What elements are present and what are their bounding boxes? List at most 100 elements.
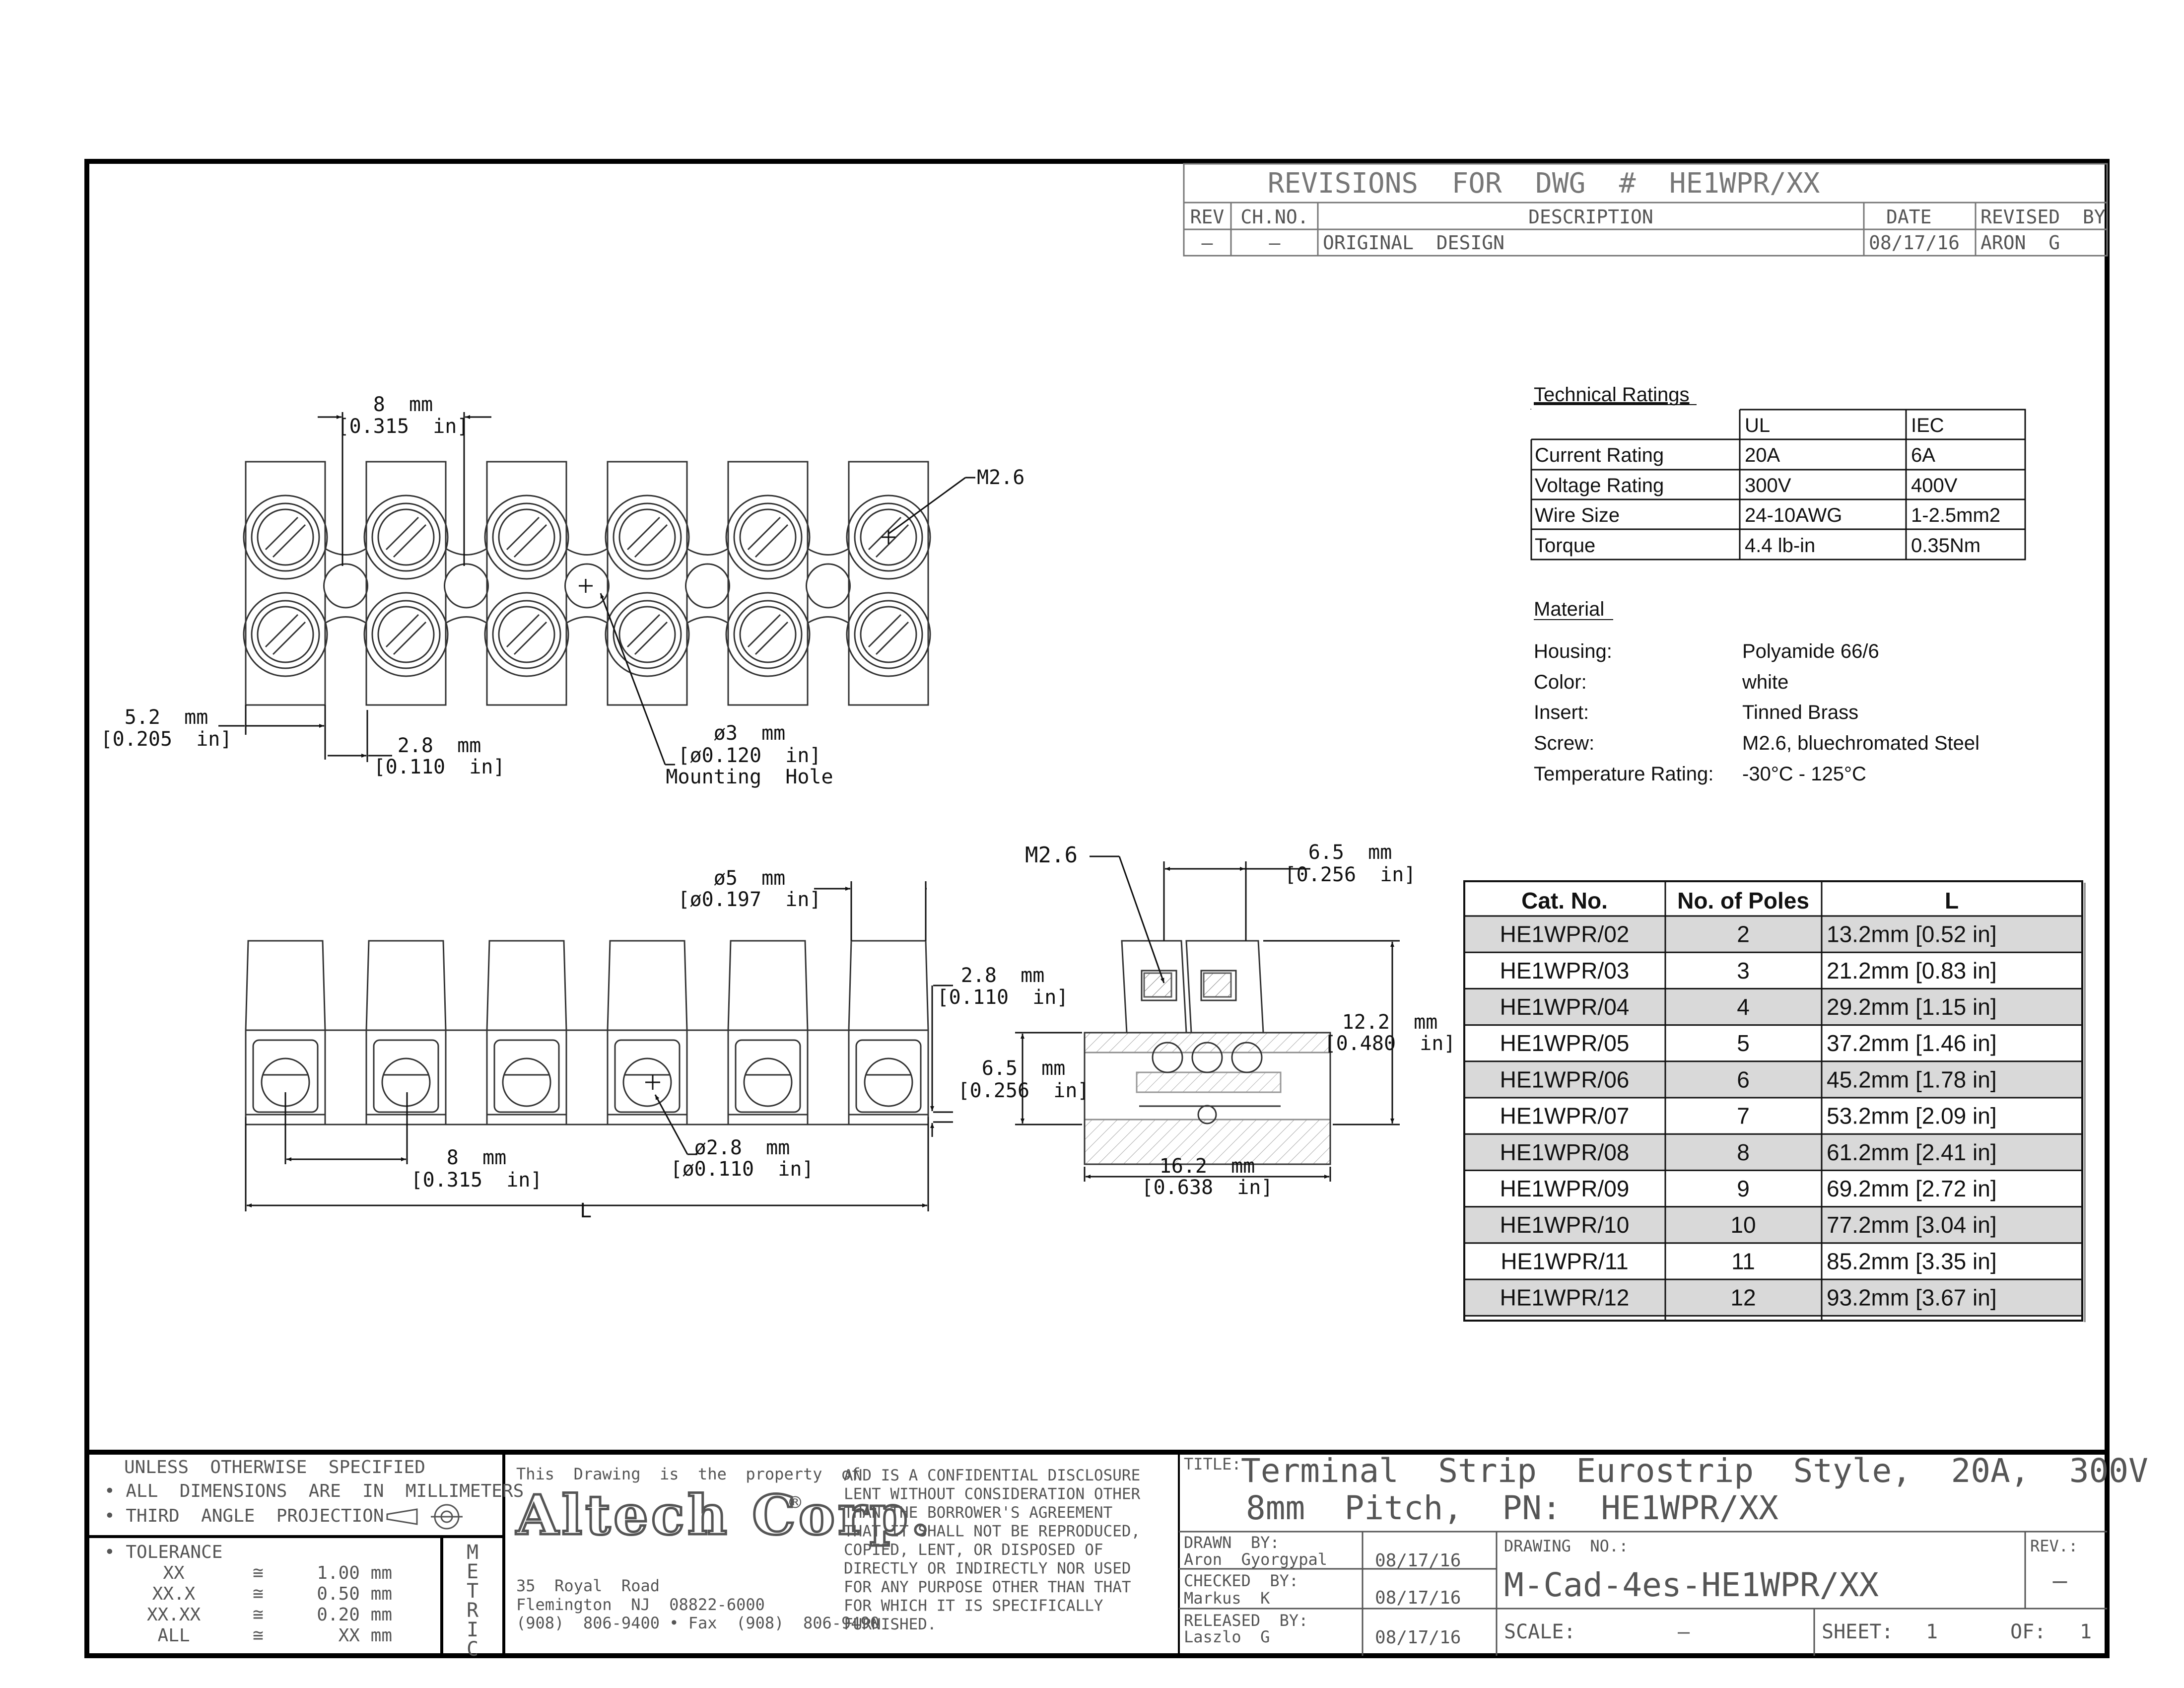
ratings-row-ul: 4.4 lb-in bbox=[1745, 535, 1815, 557]
dim-side-base-mm: 6.5 mm bbox=[982, 1057, 1066, 1080]
ratings-row-ul: 300V bbox=[1745, 475, 1791, 496]
metric-letter: I bbox=[467, 1618, 478, 1641]
scale-value: — bbox=[1678, 1620, 1690, 1643]
catalog-poles: 11 bbox=[1731, 1248, 1755, 1274]
metric-letter: C bbox=[467, 1638, 478, 1661]
tolerance-value: 0.50 mm bbox=[317, 1584, 392, 1604]
catalog-poles: 9 bbox=[1737, 1176, 1750, 1201]
released-by-label: RELEASED BY: bbox=[1184, 1611, 1308, 1630]
screw-ring bbox=[605, 592, 690, 677]
catalog-row-shade bbox=[1465, 1279, 2081, 1316]
title-label: TITLE: bbox=[1184, 1455, 1241, 1474]
rev-header-revised-by: REVISED BY bbox=[1980, 206, 2106, 228]
catalog-row-shade bbox=[1465, 1134, 2081, 1171]
catalog-poles: 8 bbox=[1737, 1139, 1750, 1165]
material-value: Polyamide 66/6 bbox=[1742, 640, 1879, 662]
dim-top-pitch-mm: 8 mm bbox=[373, 393, 433, 416]
dim-front-gap-mm: 2.8 mm bbox=[961, 964, 1045, 987]
dim-m26-top: M2.6 bbox=[977, 466, 1024, 489]
ratings-row-iec: 400V bbox=[1911, 475, 1958, 496]
screw-head-icon bbox=[257, 606, 314, 663]
terminal-top bbox=[727, 940, 809, 1031]
catalog-poles: 5 bbox=[1737, 1030, 1750, 1056]
rev-cell-description: ORIGINAL DESIGN bbox=[1323, 232, 1504, 254]
rev-header-date: DATE bbox=[1886, 206, 1932, 228]
terminal-top bbox=[245, 940, 326, 1031]
catalog-cat-no: HE1WPR/11 bbox=[1501, 1248, 1628, 1274]
catalog-poles: 4 bbox=[1737, 994, 1750, 1020]
released-by-name: Laszlo G bbox=[1184, 1627, 1270, 1646]
ratings-row-iec: 0.35Nm bbox=[1911, 535, 1980, 557]
ratings-row-label: Current Rating bbox=[1535, 444, 1664, 466]
screw-ring bbox=[846, 494, 931, 580]
metric-letter: M bbox=[467, 1541, 478, 1564]
disclosure-line: FURNISHED. bbox=[844, 1616, 937, 1633]
title-block bbox=[87, 1450, 2107, 1656]
dimension-annotations: 8 mm [0.315 in] M2.6 5.2 mm [0.205 in] 2… bbox=[101, 393, 1456, 1222]
dim-front-hole-dia: ø2.8 mm bbox=[694, 1136, 790, 1159]
ratings-row-label: Torque bbox=[1535, 535, 1595, 557]
rev-cell-date: 08/17/16 bbox=[1869, 232, 1960, 254]
disclosure-line: FOR WHICH IT IS SPECIFICALLY bbox=[844, 1597, 1103, 1615]
terminal-top bbox=[848, 940, 929, 1031]
dim-gap-mm: 2.8 mm bbox=[398, 734, 481, 757]
tolerance-value: 1.00 mm bbox=[317, 1563, 392, 1583]
front-view-drawing bbox=[245, 940, 929, 1125]
catalog-length: 13.2mm [0.52 in] bbox=[1827, 921, 1997, 947]
checked-date: 08/17/16 bbox=[1375, 1588, 1461, 1608]
catalog-cat-no: HE1WPR/08 bbox=[1500, 1139, 1630, 1165]
catalog-cat-no: HE1WPR/02 bbox=[1500, 921, 1630, 947]
revisions-title: REVISIONS FOR DWG # HE1WPR/XX bbox=[1268, 167, 1820, 200]
dim-side-width-mm: 6.5 mm bbox=[1308, 841, 1392, 864]
ratings-row-ul: 24-10AWG bbox=[1745, 504, 1842, 526]
catalog-poles: 12 bbox=[1730, 1285, 1756, 1311]
catalog-header-poles: No. of Poles bbox=[1677, 888, 1809, 914]
screw-head-icon bbox=[860, 508, 917, 566]
technical-ratings: Technical Ratings UL IEC Current Rating … bbox=[1529, 384, 2026, 561]
mounting-hole bbox=[323, 563, 368, 609]
rev-header-description: DESCRIPTION bbox=[1528, 206, 1653, 228]
screw-head-icon bbox=[498, 508, 555, 566]
tolerance-value: XX mm bbox=[339, 1625, 392, 1646]
tolerance-class: XX bbox=[163, 1563, 185, 1583]
technical-ratings-heading: Technical Ratings bbox=[1534, 384, 1690, 406]
catalog-poles: 2 bbox=[1737, 921, 1750, 947]
revision-table: REVISIONS FOR DWG # HE1WPR/XX REV CH.NO.… bbox=[1183, 163, 2108, 257]
dim-screw-dia-in: [ø0.197 in] bbox=[678, 888, 821, 911]
material-label: Screw: bbox=[1534, 732, 1594, 754]
of-label: OF: bbox=[2010, 1620, 2046, 1643]
catalog-length: 37.2mm [1.46 in] bbox=[1827, 1030, 1997, 1056]
dim-gap-in: [0.110 in] bbox=[374, 756, 505, 778]
disclosure-line: COPIED, LENT, OR DISPOSED OF bbox=[844, 1541, 1103, 1559]
screw-head-icon bbox=[618, 508, 676, 566]
screw-ring bbox=[363, 592, 449, 677]
disclosure-line: DIRECTLY OR INDIRECTLY NOR USED bbox=[844, 1560, 1131, 1578]
catalog-length: 77.2mm [3.04 in] bbox=[1827, 1212, 1997, 1238]
catalog-length: 61.2mm [2.41 in] bbox=[1827, 1139, 1997, 1165]
screw-head-icon bbox=[498, 606, 555, 663]
disclosure-line: FOR ANY PURPOSE OTHER THAN THAT bbox=[844, 1578, 1131, 1596]
address-line: Flemington NJ 08822-6000 bbox=[516, 1595, 765, 1614]
tolerance-class: XX.XX bbox=[147, 1605, 201, 1625]
title-block-text: UNLESS OTHERWISE SPECIFIED • ALL DIMENSI… bbox=[104, 1452, 2148, 1661]
rev-header-rev: REV bbox=[1190, 206, 1225, 228]
dim-side-base-in: [0.256 in] bbox=[958, 1079, 1090, 1102]
catalog-length: 85.2mm [3.35 in] bbox=[1827, 1248, 1997, 1274]
rev-label: REV.: bbox=[2030, 1537, 2078, 1555]
tolerance-label: • TOLERANCE bbox=[104, 1542, 222, 1562]
drawing-title: Terminal Strip Eurostrip Style, 20A, 300… bbox=[1241, 1452, 2148, 1490]
mounting-hole bbox=[444, 563, 489, 609]
catalog-cat-no: HE1WPR/06 bbox=[1500, 1066, 1630, 1092]
tolerance-approx: ≅ bbox=[253, 1563, 264, 1583]
material-heading: Material bbox=[1534, 598, 1604, 620]
wire-entry-hole bbox=[864, 1057, 913, 1107]
wire-entry-hole bbox=[622, 1057, 672, 1107]
material-label: Insert: bbox=[1534, 702, 1589, 723]
metric-letter: T bbox=[467, 1580, 478, 1603]
screw-ring bbox=[725, 592, 811, 677]
drawing-no: M-Cad-4es-HE1WPR/XX bbox=[1504, 1566, 1879, 1604]
ratings-col-iec: IEC bbox=[1911, 415, 1944, 436]
rev-cell-chno: — bbox=[1269, 232, 1281, 254]
address-line: (908) 806-9400 • Fax (908) 806-9490 bbox=[516, 1614, 880, 1632]
